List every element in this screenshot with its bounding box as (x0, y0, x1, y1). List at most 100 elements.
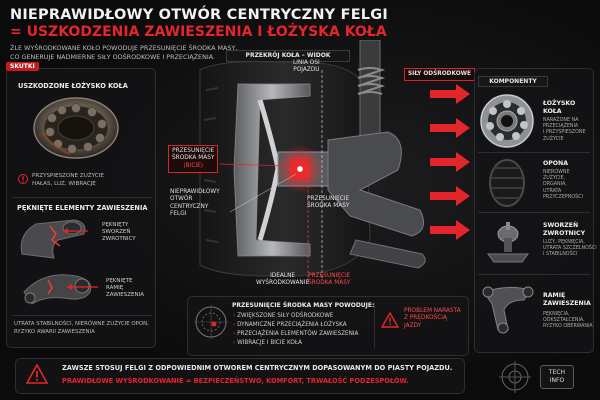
pointer-arrow-icon (63, 228, 88, 234)
component-arm-name-line-2: ZAWIESZENIA (543, 299, 591, 307)
knuckle-label: PĘKNIĘTY SWORZEŃ ZWROTNICY (102, 222, 136, 243)
tech-info-line-2: INFO (549, 377, 565, 384)
mass-shift-info-panel (187, 296, 469, 356)
page-subtitle: ŹLE WYŚRODKOWANE KOŁO POWODUJE PRZESUNIĘ… (10, 44, 430, 62)
footer-line-1: ZAWSZE STOSUJ FELGI Z ODPOWIEDNIM OTWORE… (62, 364, 453, 372)
component-tire-desc: NIERÓWNE ZUŻYCIE, DRGANIA, UTRATA PRZYCZ… (543, 170, 600, 201)
ball-joint-component-image (487, 222, 529, 263)
warning-triangle-icon (381, 312, 399, 328)
component-ball-joint-name: SWORZEŃ ZWROTNICY (543, 222, 585, 237)
header: NIEPRAWIDŁOWY OTWÓR CENTRYCZNY FELGI = U… (10, 7, 430, 62)
centrifugal-forces-label: SIŁY ODŚRODKOWE (404, 68, 475, 82)
arm-label-line-1: PĘKNIĘTE (106, 278, 133, 284)
axis-line-label-line-1: LINIA OSI (293, 60, 320, 66)
component-tire-desc-line-2: ZUŻYCIE, (543, 176, 566, 182)
control-arm-component-image (482, 286, 534, 334)
speed-warning-line-1: PROBLEM NARASTA (404, 308, 461, 314)
bearing-warning: PRZYSPIESZONE ZUŻYCIE HAŁAS, LUZ, WIBRAC… (32, 173, 104, 188)
component-bearing-name: ŁOŻYSKO KOŁA (543, 100, 575, 115)
bullet-icon: › (233, 331, 238, 337)
divider-6 (374, 302, 375, 348)
suspension-result-line-2: RYZYKO AWARII ZAWIESZENIA (14, 328, 95, 335)
speed-warning-line-3: JAZDY (404, 322, 422, 329)
component-tire-desc-line-3: DRGANIA, (543, 182, 567, 188)
arm-label-line-2: RAMIĘ (106, 285, 124, 291)
subtitle-line-1: ŹLE WYŚRODKOWANE KOŁO POWODUJE PRZESUNIĘ… (10, 44, 238, 52)
warning-icon (18, 174, 28, 184)
info-item-text: WIBRACJE I BICIE KOŁA (237, 340, 302, 346)
bearing-warning-line-2: HAŁAS, LUZ, WIBRACJE (32, 180, 96, 187)
cracked-knuckle-image (20, 219, 86, 259)
bearing-section-title: USZKODZONE ŁOŻYSKO KOŁA (18, 82, 128, 90)
tire-component-image (489, 159, 525, 207)
bad-center-hole-label-line-3: CENTRYCZNY (170, 203, 209, 210)
info-item-text: DYNAMICZNE PRZECIĄŻENIA ŁOŻYSKA (237, 322, 347, 328)
bad-center-hole-label-line-4: FELGI (170, 211, 187, 218)
info-item: › DYNAMICZNE PRZECIĄŻENIA ŁOŻYSKA (233, 322, 347, 328)
suspension-result: UTRATA STABILNOŚCI, NIERÓWNE ZUŻYCIE OPO… (14, 321, 149, 336)
bearing-warning-line-1: PRZYSPIESZONE ZUŻYCIE (32, 173, 104, 179)
bearing-component-image (480, 94, 534, 148)
mass-shift-bottom-label: PRZESUNIĘCIE ŚRODKA MASY (308, 273, 350, 288)
component-ball-joint-desc-line-2: UTRATA SZCZELNOŚCI (543, 246, 597, 252)
mass-shift-small-label-line-1: PRZESUNIĘCIE (307, 196, 350, 202)
component-arm-desc-line-2: ODKSZTAŁCENIA, (543, 318, 585, 324)
alert-triangle-icon (26, 364, 48, 384)
tech-info-line-1: TECH (548, 369, 566, 376)
tech-info-badge: TECH INFO (540, 365, 574, 389)
knuckle-label-line-1: PĘKNIĘTY (102, 222, 129, 228)
component-arm-name-line-1: RAMIĘ (543, 292, 566, 299)
mass-shift-bottom-label-line-2: ŚRODKA MASY (308, 280, 351, 287)
mass-shift-label-line-1: PRZESUNIĘCIE (172, 148, 215, 154)
ideal-centering-label-line-1: IDEALNE (270, 273, 296, 279)
axis-line-label: LINIA OSI POJAZDU (293, 60, 320, 75)
subtitle-line-2: CO GENERUJE NADMIERNE SIŁY ODŚRODKOWE I … (10, 53, 216, 61)
speed-warning: PROBLEM NARASTA Z PRĘDKOŚCIĄ JAZDY (404, 308, 461, 330)
divider-2 (12, 315, 152, 316)
wheel-cross-section-diagram (199, 40, 470, 285)
components-tab: KOMPONENTY (478, 76, 548, 87)
component-ball-joint-desc: LUZY, PĘKNIĘCIA, UTRATA SZCZELNOŚCI I ST… (543, 240, 597, 259)
info-title: PRZESUNIĘCIE ŚRODKA MASY POWODUJE: (232, 302, 375, 309)
arm-label: PĘKNIĘTE RAMIĘ ZAWIESZENIA (106, 278, 144, 299)
target-icon (194, 305, 228, 339)
page-title: NIEPRAWIDŁOWY OTWÓR CENTRYCZNY FELGI (10, 7, 388, 23)
bad-center-hole-label-line-1: NIEPRAWIDŁOWY (170, 189, 220, 195)
component-bearing-desc-line-3: I PRZYSPIESZONE (543, 130, 586, 136)
divider (12, 197, 152, 198)
divider-4 (478, 212, 590, 213)
info-item: › ZWIĘKSZONE SIŁY ODŚRODKOWE (233, 313, 333, 319)
speed-warning-line-2: Z PRĘDKOŚCIĄ (404, 315, 447, 322)
page-title-accent: = USZKODZENIA ZAWIESZENIA I ŁOŻYSKA KOŁA (10, 24, 387, 40)
ideal-centering-label-line-2: WYŚRODKOWANIE (256, 280, 310, 287)
info-item-text: PRZECIĄŻENIA ELEMENTÓW ZAWIESZENIA (237, 331, 359, 337)
bullet-icon: › (233, 322, 238, 328)
suspension-section-title: PĘKNIĘTE ELEMENTY ZAWIESZENIA (17, 204, 148, 212)
component-tire-desc-line-4: UTRATA PRZYCZEPNOŚCI (543, 188, 583, 200)
cracked-arm-image (23, 274, 92, 305)
component-bearing-desc-line-2: PRZECIĄŻENIA (543, 124, 579, 130)
divider-5 (478, 274, 590, 275)
component-bearing-desc: NARAŻONE NA PRZECIĄŻENIA I PRZYSPIESZONE… (543, 118, 586, 143)
axis-line-label-line-2: POJAZDU (293, 67, 320, 74)
bad-center-hole-label-line-2: OTWÓR (170, 196, 193, 203)
component-ball-joint-desc-line-3: I STABILNOŚCI (543, 252, 578, 258)
mass-shift-small-label-line-2: ŚRODKA MASY (307, 203, 350, 210)
crosshair-icon (499, 361, 531, 393)
component-bearing-name-line-1: ŁOŻYSKO (543, 100, 576, 107)
mass-shift-label: PRZESUNIĘCIE ŚRODKA MASY (BICIE) (168, 145, 219, 174)
component-arm-name: RAMIĘ ZAWIESZENIA (543, 292, 591, 307)
info-item-text: ZWIĘKSZONE SIŁY ODŚRODKOWE (237, 313, 334, 319)
bullet-icon: › (233, 313, 238, 319)
component-tire-name-line-1: OPONA (543, 160, 569, 167)
knuckle-label-line-2: SWORZEŃ (102, 229, 131, 235)
component-arm-desc-line-3: RYZYKO OBERWANIA (543, 324, 593, 330)
component-arm-desc: PĘKNIĘCIA, ODKSZTAŁCENIA, RYZYKO OBERWAN… (543, 312, 593, 331)
component-ball-joint-name-line-2: ZWROTNICY (543, 229, 586, 237)
mass-shift-small-label: PRZESUNIĘCIE ŚRODKA MASY (307, 196, 349, 211)
component-ball-joint-desc-line-1: LUZY, PĘKNIĘCIA, (543, 240, 585, 245)
component-bearing-desc-line-4: ZUŻYCIE (543, 136, 564, 142)
component-bearing-name-line-2: KOŁA (543, 107, 562, 115)
divider-3 (478, 152, 590, 153)
component-tire-desc-line-1: NIERÓWNE (543, 170, 570, 175)
